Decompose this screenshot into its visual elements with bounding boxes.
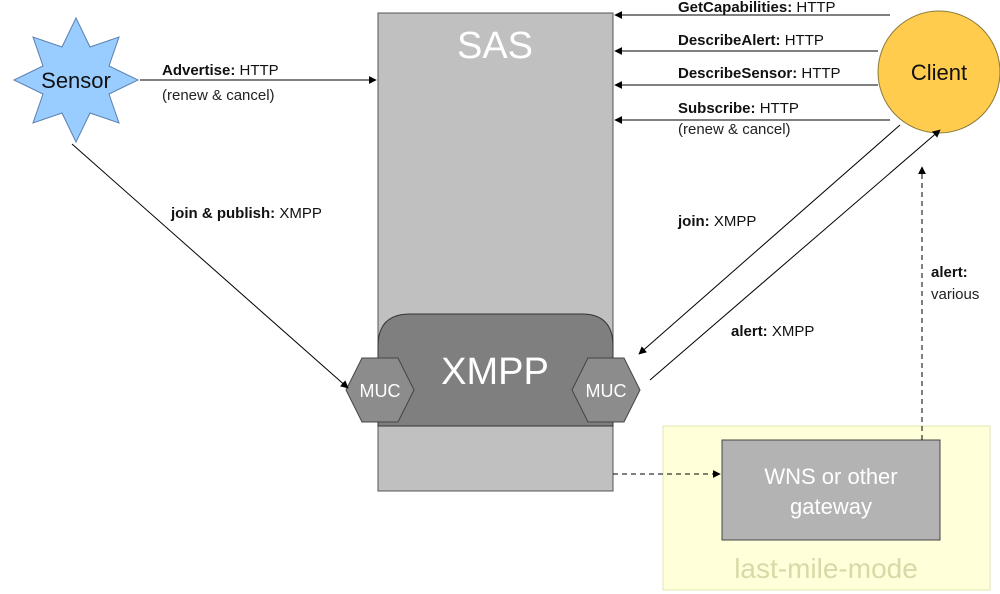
client-label: Client	[911, 60, 967, 85]
advertise-op: Advertise:	[162, 62, 235, 79]
xmpp-label: XMPP	[441, 351, 549, 393]
describe-sensor-label: DescribeSensor: HTTP	[678, 65, 841, 82]
subscribe-note: (renew & cancel)	[678, 121, 791, 138]
muc-right: MUC	[571, 357, 641, 423]
subscribe-proto: HTTP	[756, 100, 799, 117]
sas-label: SAS	[457, 25, 533, 67]
alert-xmpp-label: alert: XMPP	[731, 323, 814, 340]
muc-left-label: MUC	[360, 381, 401, 401]
gateway-label-line1: WNS or other	[764, 464, 897, 489]
xmpp-box: XMPP	[377, 313, 614, 427]
alert-xmpp-op: alert:	[731, 323, 768, 340]
join-op: join:	[677, 213, 710, 230]
sensor-node: Sensor	[12, 16, 140, 144]
alert-various-note: various	[931, 286, 979, 303]
join-publish-label: join & publish: XMPP	[170, 205, 322, 222]
advertise-proto: HTTP	[235, 62, 278, 79]
get-capabilities-proto: HTTP	[792, 0, 835, 16]
join-arrow	[638, 124, 901, 355]
describe-alert-op: DescribeAlert:	[678, 32, 781, 49]
gateway-node: WNS or other gateway	[721, 439, 941, 541]
gateway-label-line2: gateway	[790, 494, 872, 519]
subscribe-op: Subscribe:	[678, 100, 756, 117]
alert-various-op: alert:	[931, 264, 968, 281]
join-proto: XMPP	[710, 213, 757, 230]
sensor-label: Sensor	[41, 68, 111, 93]
muc-left: MUC	[345, 357, 415, 423]
get-capabilities-op: GetCapabilities:	[678, 0, 792, 16]
join-label: join: XMPP	[677, 213, 756, 230]
join-publish-arrow	[71, 143, 349, 389]
zone-label: last-mile-mode	[734, 553, 918, 584]
alert-xmpp-proto: XMPP	[768, 323, 815, 340]
describe-alert-label: DescribeAlert: HTTP	[678, 32, 824, 49]
client-node: Client	[877, 10, 1000, 134]
alert-xmpp-arrow	[649, 129, 941, 381]
join-publish-proto: XMPP	[275, 205, 322, 222]
describe-sensor-proto: HTTP	[797, 65, 840, 82]
muc-right-label: MUC	[586, 381, 627, 401]
get-capabilities-label: GetCapabilities: HTTP	[678, 0, 836, 16]
describe-alert-proto: HTTP	[781, 32, 824, 49]
advertise-label: Advertise: HTTP	[162, 62, 279, 79]
subscribe-label: Subscribe: HTTP	[678, 100, 799, 117]
advertise-note: (renew & cancel)	[162, 87, 275, 104]
describe-sensor-op: DescribeSensor:	[678, 65, 797, 82]
join-publish-op: join & publish:	[170, 205, 275, 222]
alert-various-label: alert:	[931, 264, 968, 281]
